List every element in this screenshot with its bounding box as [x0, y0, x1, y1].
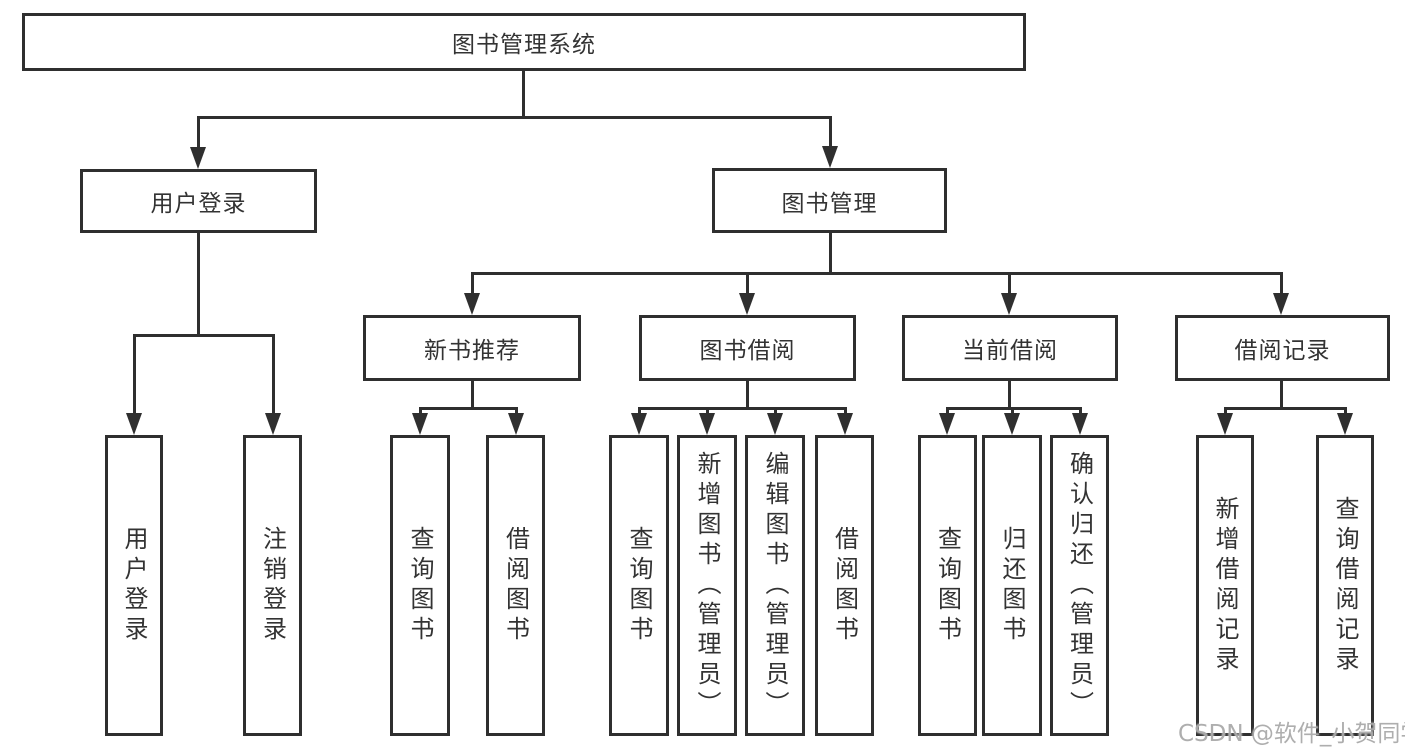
leaf-records-query-record-label: 查询借阅记录: [1331, 495, 1359, 676]
node-book-management: 图书管理: [712, 168, 947, 233]
connector-root-hbar: [197, 116, 832, 119]
node-borrowing-records-label: 借阅记录: [1234, 338, 1331, 364]
connector-stub: [706, 407, 709, 415]
connector-user-login-down: [197, 233, 200, 336]
connector-level3-hbar: [471, 272, 1283, 275]
connector-stub: [638, 407, 641, 415]
node-borrowing-records: 借阅记录: [1175, 315, 1390, 381]
arrow-down-icon: [1273, 293, 1289, 315]
leaf-current-query-books-label: 查询图书: [933, 525, 962, 646]
csdn-watermark: CSDN @软件_小贺同学: [1178, 721, 1405, 747]
arrow-down-icon: [190, 147, 206, 169]
connector-stub: [1011, 407, 1014, 415]
leaf-current-confirm-return-label: 确认归还（管理员）: [1065, 450, 1094, 721]
leaf-records-add-record: 新增借阅记录: [1196, 435, 1254, 736]
connector-stub: [946, 407, 949, 415]
leaf-borrowing-borrow-books: 借阅图书: [815, 435, 874, 736]
connector-to-book-borrowing: [746, 273, 749, 295]
node-root: 图书管理系统: [22, 13, 1026, 71]
leaf-recommend-borrow-books: 借阅图书: [486, 435, 545, 736]
connector-root-down: [522, 71, 525, 118]
connector-to-leaf-user-login: [133, 335, 136, 415]
connector-to-new-book-recommend: [471, 273, 474, 295]
connector-stub: [844, 407, 847, 415]
leaf-records-add-record-label: 新增借阅记录: [1211, 495, 1239, 676]
arrow-down-icon: [1337, 413, 1353, 435]
node-user-login-label: 用户登录: [150, 191, 247, 217]
connector-to-book-management: [829, 117, 832, 151]
arrow-down-icon: [822, 146, 838, 168]
leaf-borrowing-borrow-books-label: 借阅图书: [830, 525, 859, 646]
connector-to-current-borrowing: [1008, 273, 1011, 295]
connector-to-borrowing-records: [1280, 273, 1283, 295]
node-new-book-recommend-label: 新书推荐: [424, 338, 520, 364]
connector-stub: [515, 407, 518, 415]
connector-user-login-hbar: [133, 334, 275, 337]
leaf-current-return-books-label: 归还图书: [998, 525, 1026, 646]
connector-stub: [419, 407, 422, 415]
arrow-down-icon: [1072, 413, 1088, 435]
connector-to-leaf-logout: [272, 335, 275, 415]
node-book-borrowing: 图书借阅: [639, 315, 856, 381]
connector-stub: [774, 407, 777, 415]
node-current-borrowing-label: 当前借阅: [962, 338, 1058, 364]
leaf-recommend-query-books-label: 查询图书: [406, 525, 434, 646]
connector-new-book-recommend-hbar: [419, 407, 518, 410]
arrow-down-icon: [265, 413, 281, 435]
node-book-borrowing-label: 图书借阅: [699, 338, 796, 364]
leaf-logout: 注销登录: [243, 435, 302, 736]
leaf-recommend-query-books: 查询图书: [390, 435, 450, 736]
leaf-borrowing-query-books-label: 查询图书: [625, 525, 653, 646]
connector-stub: [1079, 407, 1082, 415]
arrow-down-icon: [464, 293, 480, 315]
arrow-down-icon: [837, 413, 853, 435]
leaf-borrowing-add-books-label: 新增图书（管理员）: [693, 450, 721, 721]
leaf-current-confirm-return: 确认归还（管理员）: [1050, 435, 1109, 736]
arrow-down-icon: [767, 413, 783, 435]
connector-stub: [1224, 407, 1227, 415]
leaf-borrowing-add-books: 新增图书（管理员）: [677, 435, 737, 736]
connector-current-borrowing-down: [1008, 381, 1011, 409]
arrow-down-icon: [1217, 413, 1233, 435]
leaf-borrowing-edit-books: 编辑图书（管理员）: [745, 435, 805, 736]
connector-borrowing-records-down: [1280, 381, 1283, 409]
arrow-down-icon: [1001, 293, 1017, 315]
leaf-user-login-label: 用户登录: [120, 525, 148, 646]
arrow-down-icon: [508, 413, 524, 435]
leaf-borrowing-edit-books-label: 编辑图书（管理员）: [761, 450, 789, 721]
arrow-down-icon: [1004, 413, 1020, 435]
connector-stub: [1344, 407, 1347, 415]
arrow-down-icon: [939, 413, 955, 435]
arrow-down-icon: [631, 413, 647, 435]
connector-book-management-down: [829, 233, 832, 274]
node-new-book-recommend: 新书推荐: [363, 315, 581, 381]
connector-current-borrowing-hbar: [946, 407, 1082, 410]
leaf-borrowing-query-books: 查询图书: [609, 435, 669, 736]
leaf-current-query-books: 查询图书: [918, 435, 977, 736]
leaf-records-query-record: 查询借阅记录: [1316, 435, 1374, 736]
node-root-label: 图书管理系统: [452, 32, 596, 58]
connector-new-book-recommend-down: [471, 381, 474, 409]
node-user-login: 用户登录: [80, 169, 317, 233]
leaf-recommend-borrow-books-label: 借阅图书: [501, 525, 530, 646]
connector-book-borrowing-hbar: [638, 407, 847, 410]
node-current-borrowing: 当前借阅: [902, 315, 1118, 381]
arrow-down-icon: [412, 413, 428, 435]
arrow-down-icon: [126, 413, 142, 435]
leaf-logout-label: 注销登录: [258, 525, 287, 646]
connector-to-user-login: [197, 117, 200, 151]
leaf-current-return-books: 归还图书: [982, 435, 1042, 736]
connector-book-borrowing-down: [746, 381, 749, 409]
leaf-user-login: 用户登录: [105, 435, 163, 736]
node-book-management-label: 图书管理: [781, 190, 878, 217]
arrow-down-icon: [739, 293, 755, 315]
connector-borrowing-records-hbar: [1224, 407, 1347, 410]
arrow-down-icon: [699, 413, 715, 435]
